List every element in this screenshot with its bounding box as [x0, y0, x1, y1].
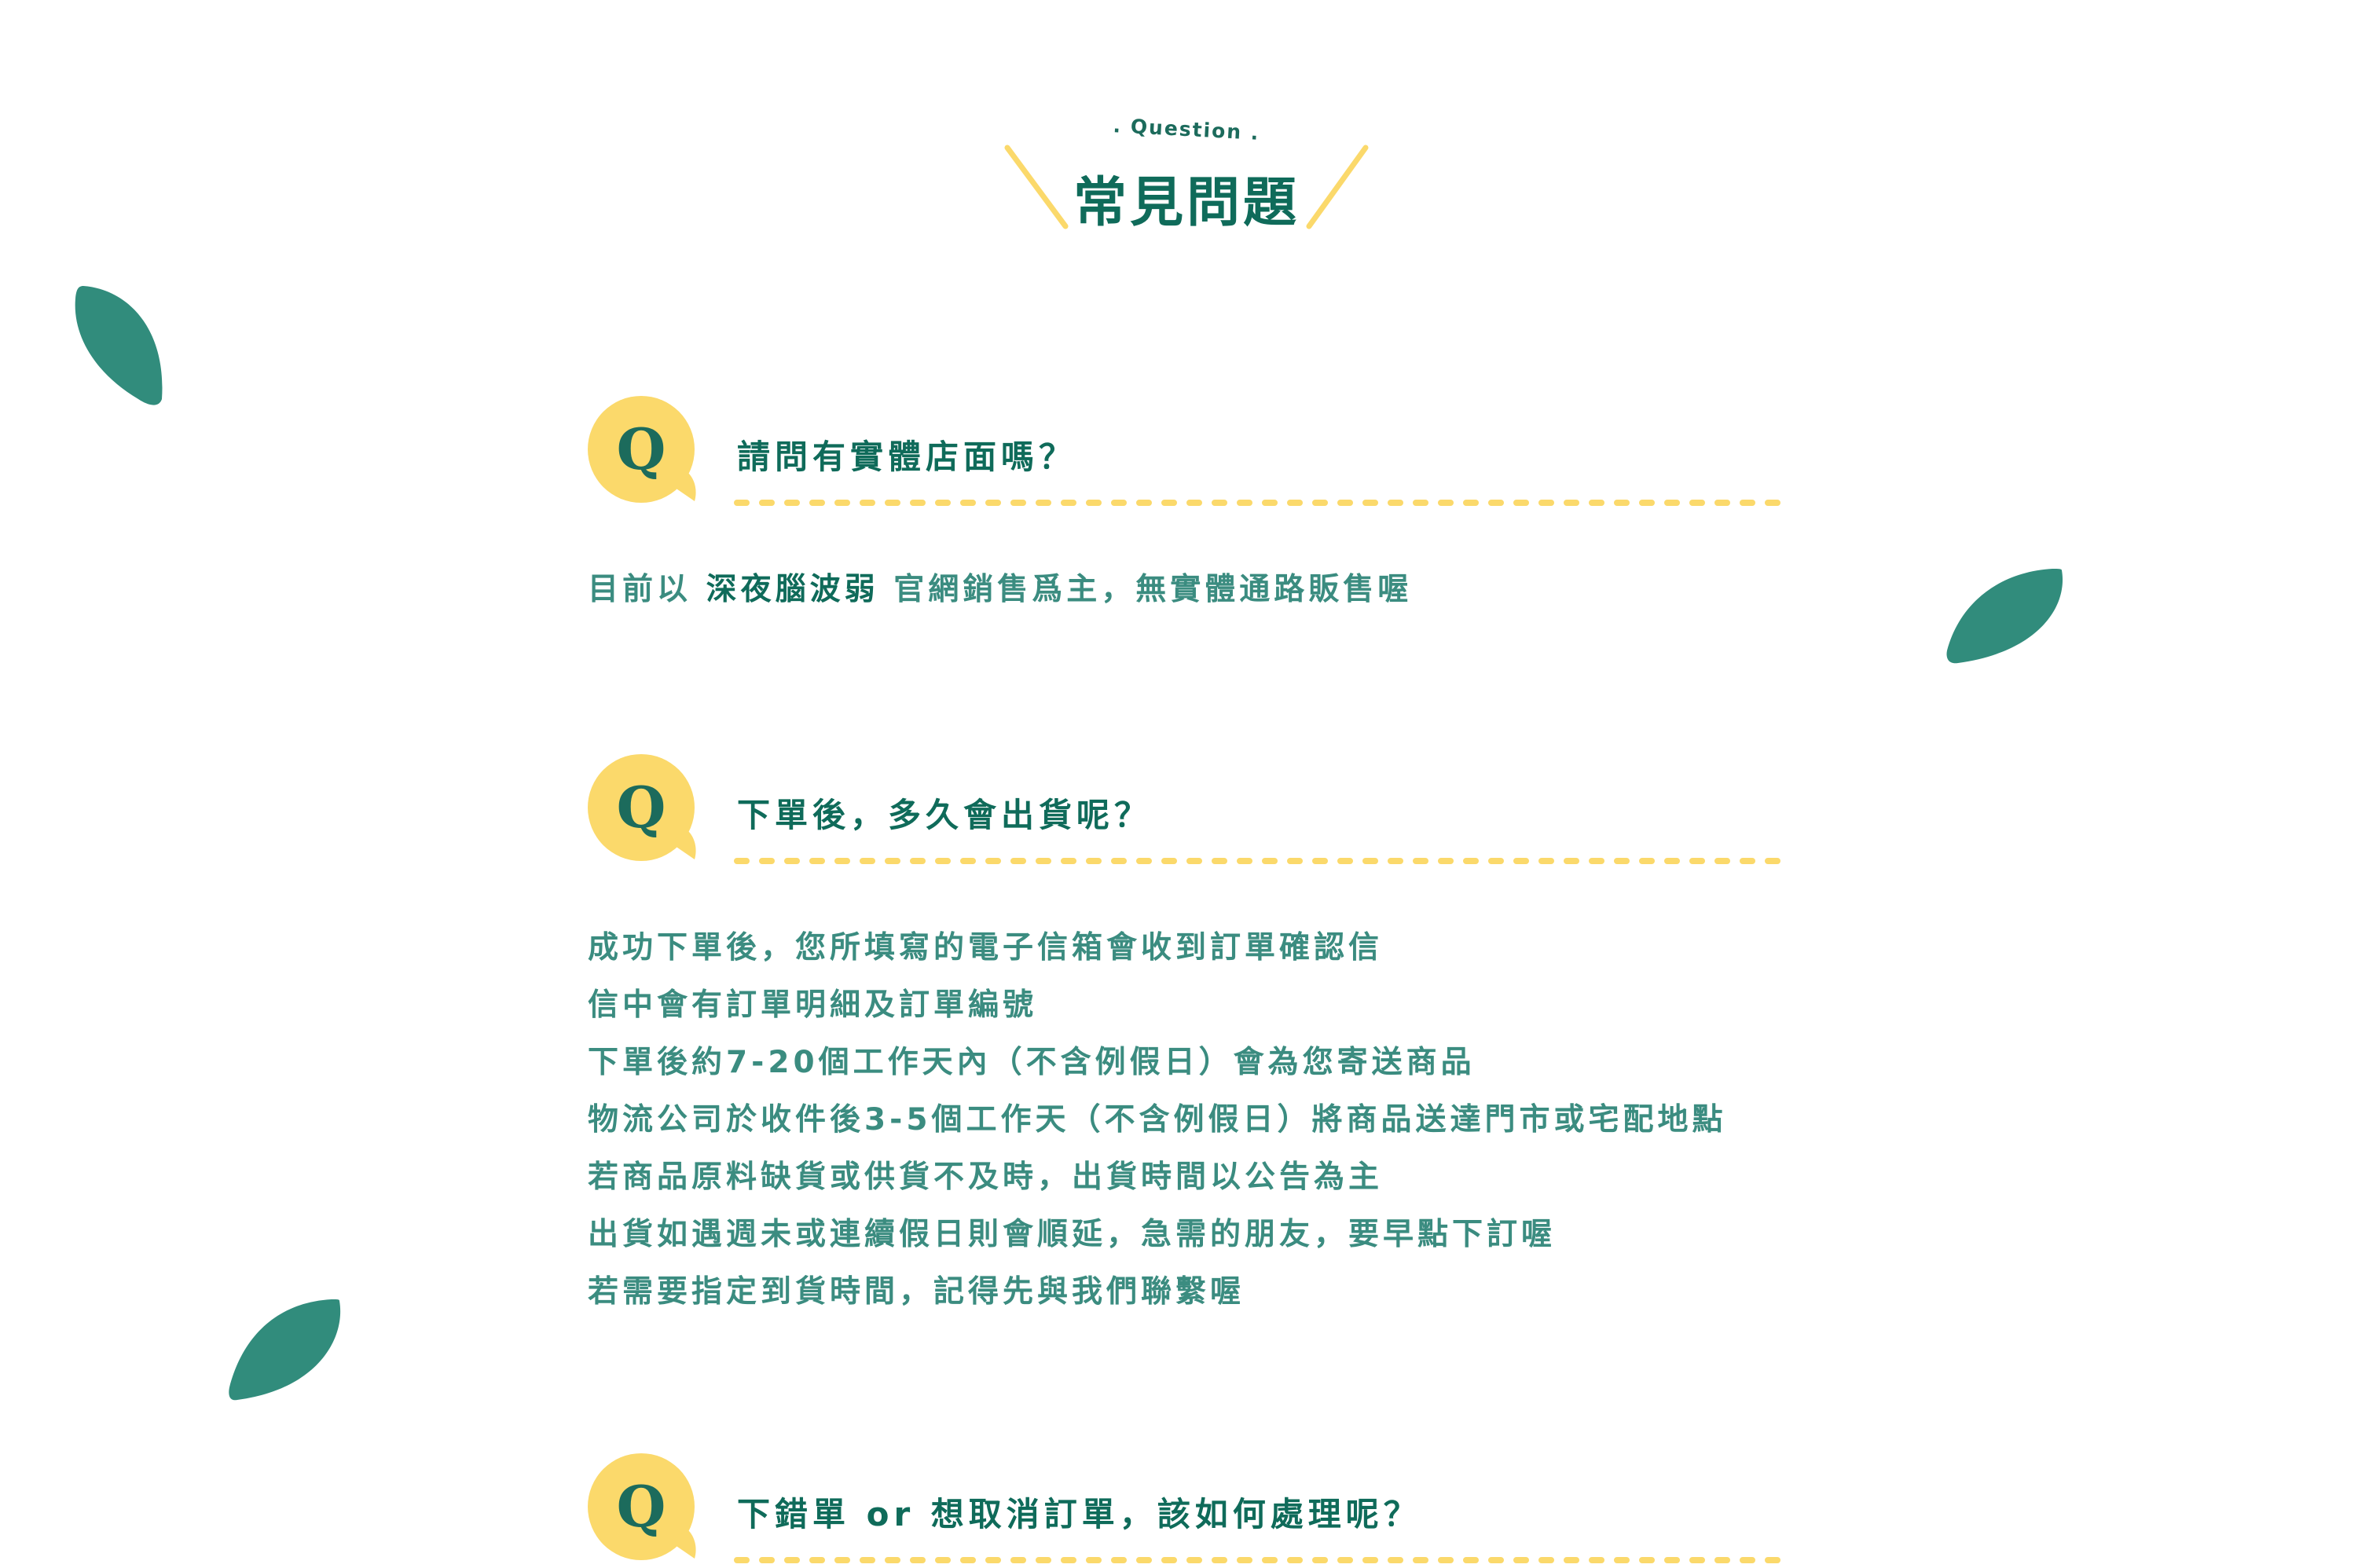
speech-bubble-icon: [588, 1453, 696, 1560]
brand-name: 深夜腦波弱: [706, 572, 879, 607]
q-letter: Q: [616, 416, 666, 482]
answer-line: 若商品原料缺貨或供貨不及時，出貨時間以公告為主: [588, 1160, 1384, 1195]
q-badge: Q: [588, 754, 698, 864]
faq-answer: 成功下單後，您所填寫的電子信箱會收到訂單確認信 信中會有訂單明細及訂單編號 下單…: [588, 919, 1726, 1321]
faq-item: Q 請問有實體店面嗎？ 目前以 深夜腦波弱 官網銷售爲主，無實體通路販售喔: [588, 396, 1791, 607]
answer-line: 成功下單後，您所填寫的電子信箱會收到訂單確認信: [588, 930, 1384, 965]
answer-text-before: 目前以: [588, 572, 692, 607]
faq-item: Q 下單後，多久會出貨呢？ 成功下單後，您所填寫的電子信箱會收到訂單確認信 信中…: [588, 754, 1791, 1321]
answer-line: 出貨如遇週未或連續假日則會順延，急需的朋友，要早點下訂喔: [588, 1217, 1557, 1252]
faq-question[interactable]: 下單後，多久會出貨呢？: [737, 796, 1153, 834]
answer-line: 下單後約7-20個工作天內（不含例假日）會為您寄送商品: [588, 1045, 1476, 1080]
leaf-decoration-top-left: [75, 286, 163, 405]
dashed-divider: [734, 1557, 1791, 1563]
answer-line: 信中會有訂單明細及訂單編號: [588, 987, 1038, 1023]
faq-item: Q 下錯單 or 想取消訂單，該如何處理呢？: [588, 1453, 1791, 1568]
faq-question[interactable]: 下錯單 or 想取消訂單，該如何處理呢？: [737, 1495, 1421, 1533]
answer-text-after: 官網銷售爲主，無實體通路販售喔: [893, 572, 1413, 607]
q-letter: Q: [616, 774, 666, 841]
section-header: . Question . 常見問題: [998, 110, 1375, 236]
leaf-decoration-right: [1946, 569, 2063, 664]
speech-bubble-icon: [588, 396, 696, 503]
leaf-decoration-bottom-left: [229, 1299, 341, 1401]
q-badge: Q: [588, 1453, 698, 1563]
answer-line: 若需要指定到貨時間，記得先與我們聯繫喔: [588, 1274, 1245, 1310]
page-title: 常見問題: [1073, 172, 1300, 234]
faq-answer: 目前以 深夜腦波弱 官網銷售爲主，無實體通路販售喔: [588, 561, 1412, 618]
dashed-divider: [734, 500, 1791, 506]
speech-bubble-icon: [588, 754, 696, 861]
faq-question[interactable]: 請問有實體店面嗎？: [737, 438, 1077, 476]
answer-line: 物流公司於收件後3-5個工作天（不含例假日）將商品送達門市或宅配地點: [588, 1102, 1727, 1138]
dashed-divider: [734, 858, 1791, 864]
q-badge: Q: [588, 396, 698, 506]
q-letter: Q: [616, 1473, 666, 1540]
title-slash-decoration: [1004, 145, 1369, 229]
